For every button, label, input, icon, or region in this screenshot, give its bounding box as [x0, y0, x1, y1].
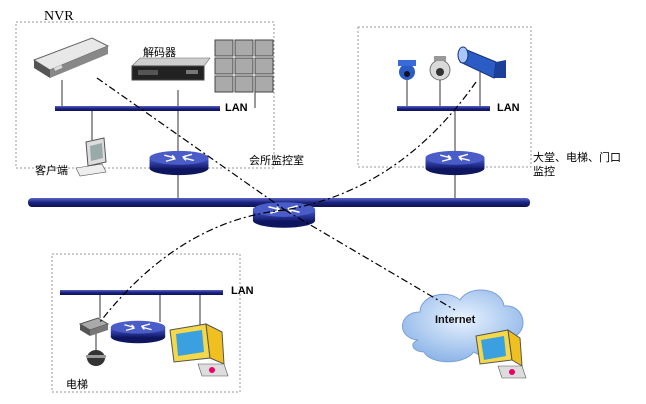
nvr-label: NVR	[44, 9, 74, 24]
lan-label-top-right: LAN	[497, 102, 520, 114]
encoder-icon	[78, 317, 110, 336]
lan-bus-top-left	[55, 106, 220, 111]
elevator-camera-icon	[86, 350, 106, 366]
video-wall-icon	[214, 39, 274, 93]
clubhouse-monitor-label: 会所监控室	[249, 155, 304, 167]
elevator-label: 电梯	[66, 379, 88, 391]
bullet-camera-icon	[457, 46, 506, 79]
lan-bus-bottom	[60, 290, 223, 295]
ptz-dome-camera-icon	[398, 60, 416, 80]
router-icon	[148, 150, 210, 176]
monitor-pc-icon	[169, 323, 229, 377]
elevator-zone-box	[51, 253, 241, 393]
decoder-label: 解码器	[143, 47, 176, 59]
video-flow-lines	[96, 77, 477, 323]
client-label: 客户端	[35, 165, 68, 177]
decoder-icon	[131, 57, 211, 81]
lobby-zone-box	[357, 26, 532, 168]
router-icon	[424, 150, 486, 176]
lan-label-bottom: LAN	[231, 285, 254, 297]
nvr-server-icon	[32, 37, 110, 78]
lobby-label-line1: 大堂、电梯、门口	[533, 152, 621, 164]
lan-bus-top-right	[397, 106, 490, 111]
monitor-pc-icon	[475, 328, 527, 379]
internet-label: Internet	[435, 314, 476, 326]
client-pc-icon	[75, 137, 107, 177]
router-icon	[110, 320, 166, 344]
dome-camera-icon	[429, 56, 451, 81]
lan-label-top-left: LAN	[225, 102, 248, 114]
clubhouse-zone-box	[15, 21, 275, 169]
lobby-label-line2: 监控	[533, 166, 555, 178]
